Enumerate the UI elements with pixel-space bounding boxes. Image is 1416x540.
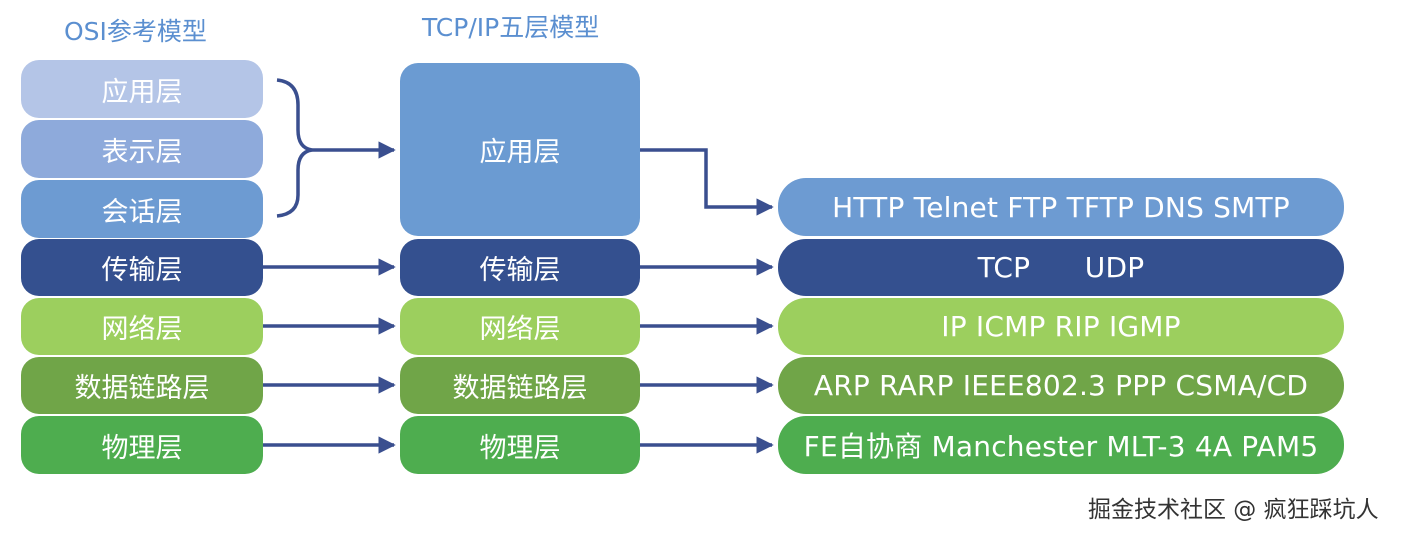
grouping-brace: [276, 78, 313, 218]
osi-network-layer: 网络层: [21, 298, 263, 355]
tcpip-model-title: TCP/IP五层模型: [422, 13, 600, 42]
osi-datalink-layer: 数据链路层: [21, 357, 263, 414]
application-protocols: HTTP Telnet FTP TFTP DNS SMTP: [778, 178, 1344, 236]
watermark: 掘金技术社区 @ 疯狂踩坑人: [1088, 497, 1379, 523]
datalink-protocols: ARP RARP IEEE802.3 PPP CSMA/CD: [778, 357, 1344, 414]
tcpip-physical-layer: 物理层: [400, 416, 640, 474]
transport-protocols: TCP UDP: [778, 239, 1344, 296]
osi-session-layer: 会话层: [21, 180, 263, 238]
arrow-application-to-protocols: [640, 148, 774, 216]
tcpip-transport-layer: 传输层: [400, 239, 640, 296]
network-protocols: IP ICMP RIP IGMP: [778, 298, 1344, 355]
tcpip-network-layer: 网络层: [400, 298, 640, 355]
osi-application-layer: 应用层: [21, 60, 263, 118]
osi-transport-layer: 传输层: [21, 239, 263, 296]
osi-physical-layer: 物理层: [21, 416, 263, 474]
physical-protocols: FE自协商 Manchester MLT-3 4A PAM5: [778, 416, 1344, 474]
tcpip-datalink-layer: 数据链路层: [400, 357, 640, 414]
osi-model-title: OSI参考模型: [64, 17, 207, 46]
tcpip-application-layer: 应用层: [400, 63, 640, 236]
osi-presentation-layer: 表示层: [21, 120, 263, 178]
